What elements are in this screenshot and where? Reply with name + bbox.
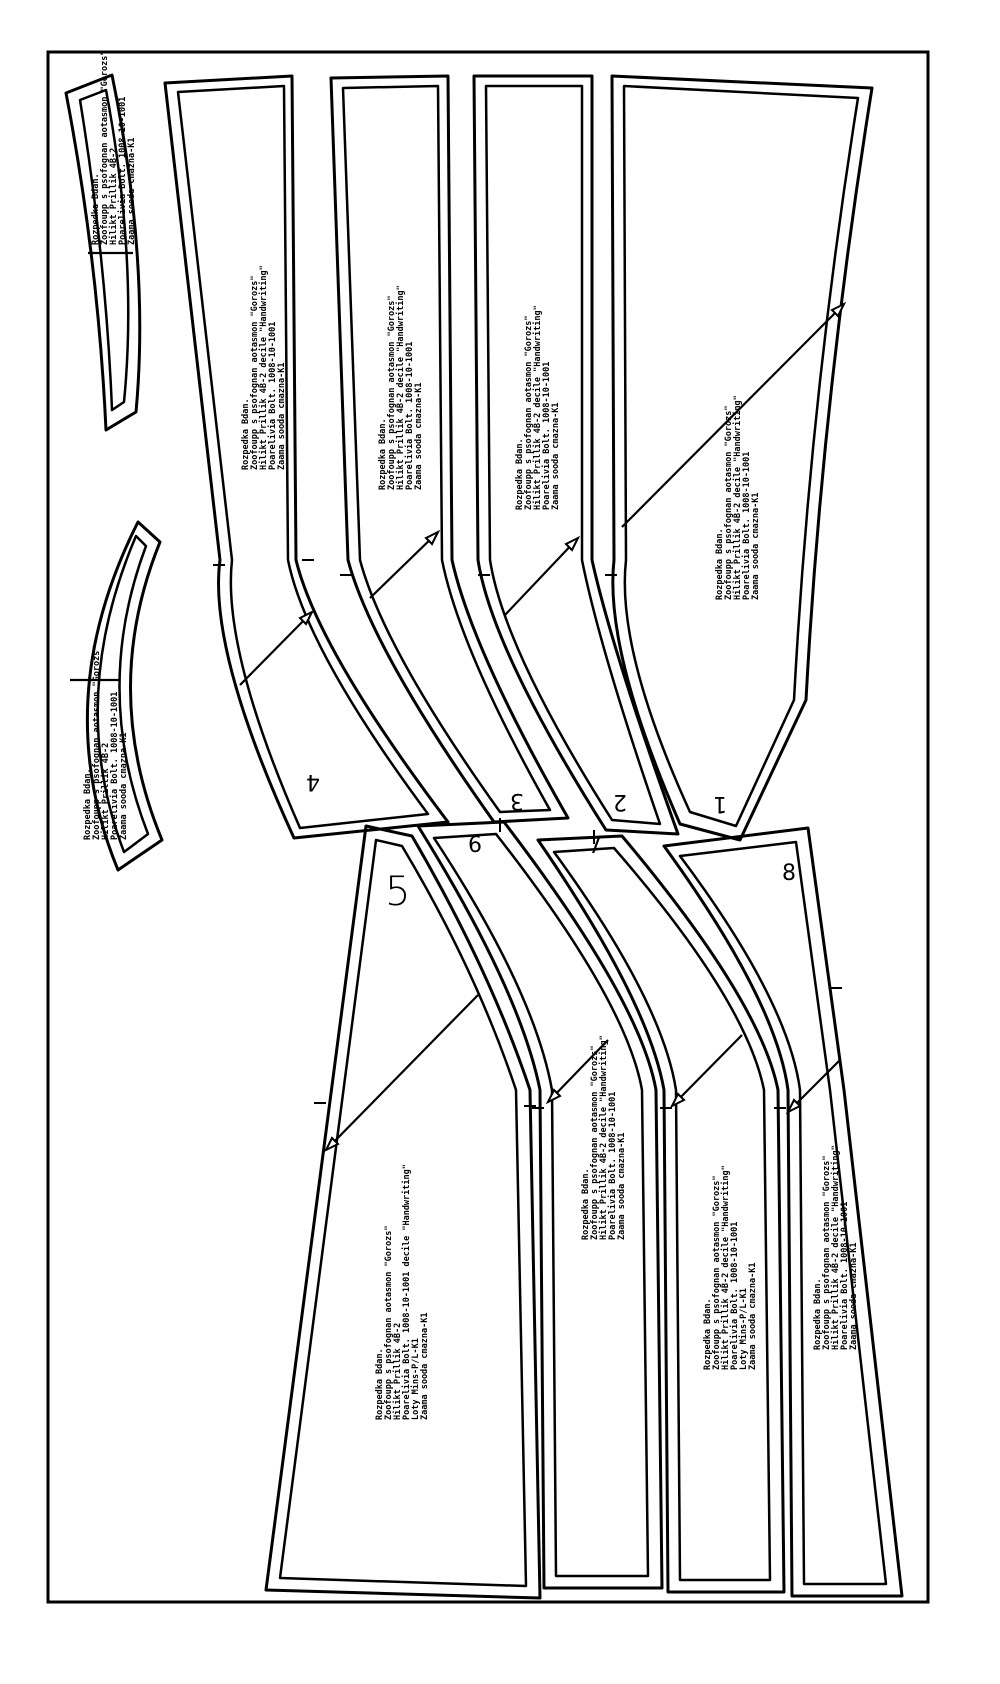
pattern-piece-1: 1 Rozpedka Bdan.Zoofoupp s psofognan aot… — [605, 74, 874, 842]
waistband-piece-top: Rozpedka Bdan.Zoofoupp s psofognan aotas… — [64, 51, 142, 432]
svg-text:Rozpedka Bdan.Zoofoupp s psofo: Rozpedka Bdan.Zoofoupp s psofognan aotas… — [515, 305, 561, 510]
piece-number-7: 7 — [588, 834, 602, 859]
label-waistband-middle: Rozpedka Bdan.Zoofoupp s psofognan aotas… — [83, 646, 129, 840]
label-piece-2: Rozpedka Bdan.Zoofoupp s psofognan aotas… — [515, 305, 561, 510]
svg-text:Rozpedka Bdan.Zoofoupp s psofo: Rozpedka Bdan.Zoofoupp s psofognan aotas… — [241, 265, 287, 470]
grain-arrow-3 — [369, 531, 439, 599]
svg-text:Rozpedka Bdan.Zoofoupp s psofo: Rozpedka Bdan.Zoofoupp s psofognan aotas… — [813, 1145, 859, 1350]
pattern-piece-8: 8 Rozpedka Bdan.Zoofoupp s psofognan aot… — [662, 826, 904, 1598]
svg-text:Rozpedka Bdan.Zoofoupp s psofo: Rozpedka Bdan.Zoofoupp s psofognan aotas… — [91, 51, 137, 245]
piece-number-8: 8 — [782, 861, 796, 886]
label-piece-4: Rozpedka Bdan.Zoofoupp s psofognan aotas… — [241, 265, 287, 470]
label-piece-7: Rozpedka Bdan.Zoofoupp s psofognan aotas… — [703, 1165, 758, 1370]
pattern-piece-4: 4 Rozpedka Bdan.Zoofoupp s psofognan aot… — [163, 74, 450, 840]
grain-arrow-5 — [325, 994, 479, 1151]
pattern-piece-3: 3 Rozpedka Bdan.Zoofoupp s psofognan aot… — [329, 74, 570, 832]
pattern-piece-2: 2 Rozpedka Bdan.Zoofoupp s psofognan aot… — [472, 74, 680, 844]
svg-text:Rozpedka Bdan.Zoofoupp s psofo: Rozpedka Bdan.Zoofoupp s psofognan aotas… — [83, 646, 129, 840]
label-waistband-top: Rozpedka Bdan.Zoofoupp s psofognan aotas… — [91, 51, 137, 245]
piece-number-6: 6 — [468, 833, 482, 858]
svg-text:Rozpedka Bdan.Zoofoupp s psofo: Rozpedka Bdan.Zoofoupp s psofognan aotas… — [703, 1165, 758, 1370]
piece-number-5: 5 — [385, 869, 410, 915]
label-piece-6: Rozpedka Bdan.Zoofoupp s psofognan aotas… — [581, 1035, 627, 1240]
piece-number-1: 1 — [713, 791, 727, 816]
grain-arrow-7 — [671, 1034, 743, 1107]
pattern-piece-5: 5 Rozpedka Bdan.Zoofoupp s psofognan aot… — [264, 824, 542, 1600]
grain-arrow-6 — [547, 1039, 609, 1103]
label-piece-3: Rozpedka Bdan.Zoofoupp s psofognan aotas… — [378, 285, 424, 490]
label-piece-8: Rozpedka Bdan.Zoofoupp s psofognan aotas… — [813, 1145, 859, 1350]
label-piece-1: Rozpedka Bdan.Zoofoupp s psofognan aotas… — [715, 395, 761, 600]
svg-text:Rozpedka Bdan.Zoofoupp s psofo: Rozpedka Bdan.Zoofoupp s psofognan aotas… — [378, 285, 424, 490]
piece-number-4: 4 — [306, 769, 320, 794]
piece-number-3: 3 — [510, 788, 524, 813]
svg-text:Rozpedka Bdan.Zoofoupp s psofo: Rozpedka Bdan.Zoofoupp s psofognan aotas… — [715, 395, 761, 600]
grain-arrow-4 — [239, 611, 313, 686]
grain-arrow-2 — [504, 537, 579, 616]
svg-text:Rozpedka Bdan.Zoofoupp s psofo: Rozpedka Bdan.Zoofoupp s psofognan aotas… — [581, 1035, 627, 1240]
waistband-piece-middle: Rozpedka Bdan.Zoofoupp s psofognan aotas… — [70, 520, 164, 872]
piece-number-2: 2 — [613, 789, 627, 814]
grain-arrow-1 — [621, 303, 845, 528]
svg-text:Rozpedka Bdan.Zoofoupp s psofo: Rozpedka Bdan.Zoofoupp s psofognan aotas… — [375, 1164, 430, 1420]
pattern-piece-6: 6 Rozpedka Bdan.Zoofoupp s psofognan aot… — [416, 820, 664, 1590]
label-piece-5: Rozpedka Bdan.Zoofoupp s psofognan aotas… — [375, 1164, 430, 1420]
pattern-piece-7: 7 Rozpedka Bdan.Zoofoupp s psofognan aot… — [536, 834, 786, 1594]
sheet-border — [46, 50, 930, 1604]
